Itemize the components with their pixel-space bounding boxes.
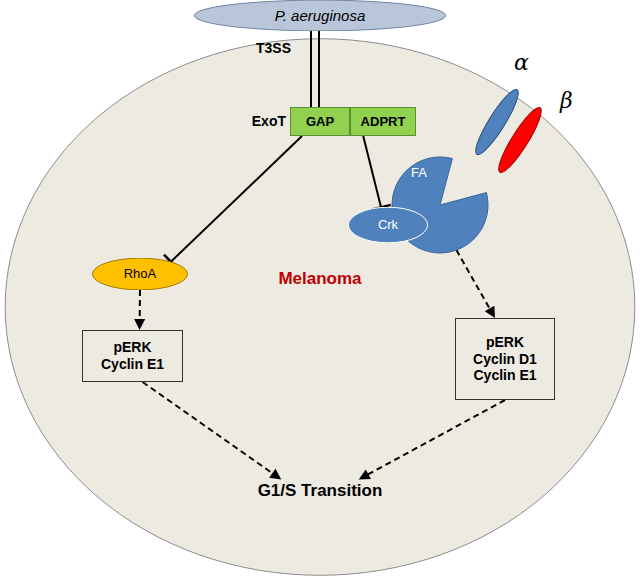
text-stack: ADPRT bbox=[351, 108, 415, 135]
rhoa-oval-text: RhoA bbox=[124, 266, 157, 282]
secretion-needle bbox=[310, 30, 312, 107]
text-stack: RhoA bbox=[92, 258, 188, 290]
adprt-domain-text: ADPRT bbox=[361, 114, 406, 130]
secretion-needle bbox=[318, 30, 320, 107]
output-box-text: Cyclin D1 bbox=[473, 351, 537, 368]
gap-domain-text: GAP bbox=[306, 114, 334, 130]
output-box: pERKCyclin D1Cyclin E1 bbox=[455, 318, 555, 400]
secretion-label: T3SS bbox=[256, 40, 291, 57]
output-box: pERKCyclin E1 bbox=[82, 330, 183, 382]
outcome-text-text: G1/S Transition bbox=[258, 481, 383, 501]
integrin-beta bbox=[493, 104, 547, 177]
integrin-label: β bbox=[560, 88, 573, 114]
text-stack: GAP bbox=[291, 108, 349, 135]
gap-domain: GAP bbox=[290, 107, 350, 136]
exot-effector: ExoT GAP ADPRT bbox=[244, 107, 416, 136]
text-stack: pERKCyclin D1Cyclin E1 bbox=[456, 319, 554, 399]
output-box-text: pERK bbox=[486, 334, 524, 351]
crk-oval: Crk bbox=[348, 207, 428, 243]
adprt-domain: ADPRT bbox=[350, 107, 416, 136]
exot-effector-label: ExoT bbox=[244, 113, 286, 130]
outcome-text: G1/S Transition bbox=[256, 480, 385, 503]
text-stack: pERKCyclin E1 bbox=[83, 331, 182, 381]
rhoa-oval: RhoA bbox=[92, 258, 188, 290]
text-stack: P. aeruginosa bbox=[193, 0, 447, 31]
output-box-text: Cyclin E1 bbox=[473, 367, 536, 384]
output-box-text: pERK bbox=[113, 339, 151, 356]
output-box-text: Cyclin E1 bbox=[101, 356, 164, 373]
text-stack: Crk bbox=[348, 207, 428, 243]
bacterium-text: P. aeruginosa bbox=[275, 7, 366, 25]
text-stack: G1/S Transition bbox=[256, 480, 385, 503]
melanoma-cell-label: Melanoma bbox=[240, 269, 400, 289]
integrin-label: α bbox=[514, 50, 529, 76]
crk-oval-text: Crk bbox=[378, 217, 398, 233]
melanoma-cell: MelanomaExoTGAPADPRTRhoAFACrkpERKCyclin … bbox=[2, 36, 638, 578]
bacterium: P. aeruginosa bbox=[193, 0, 447, 31]
focal-adhesion-label: FA bbox=[404, 165, 434, 181]
